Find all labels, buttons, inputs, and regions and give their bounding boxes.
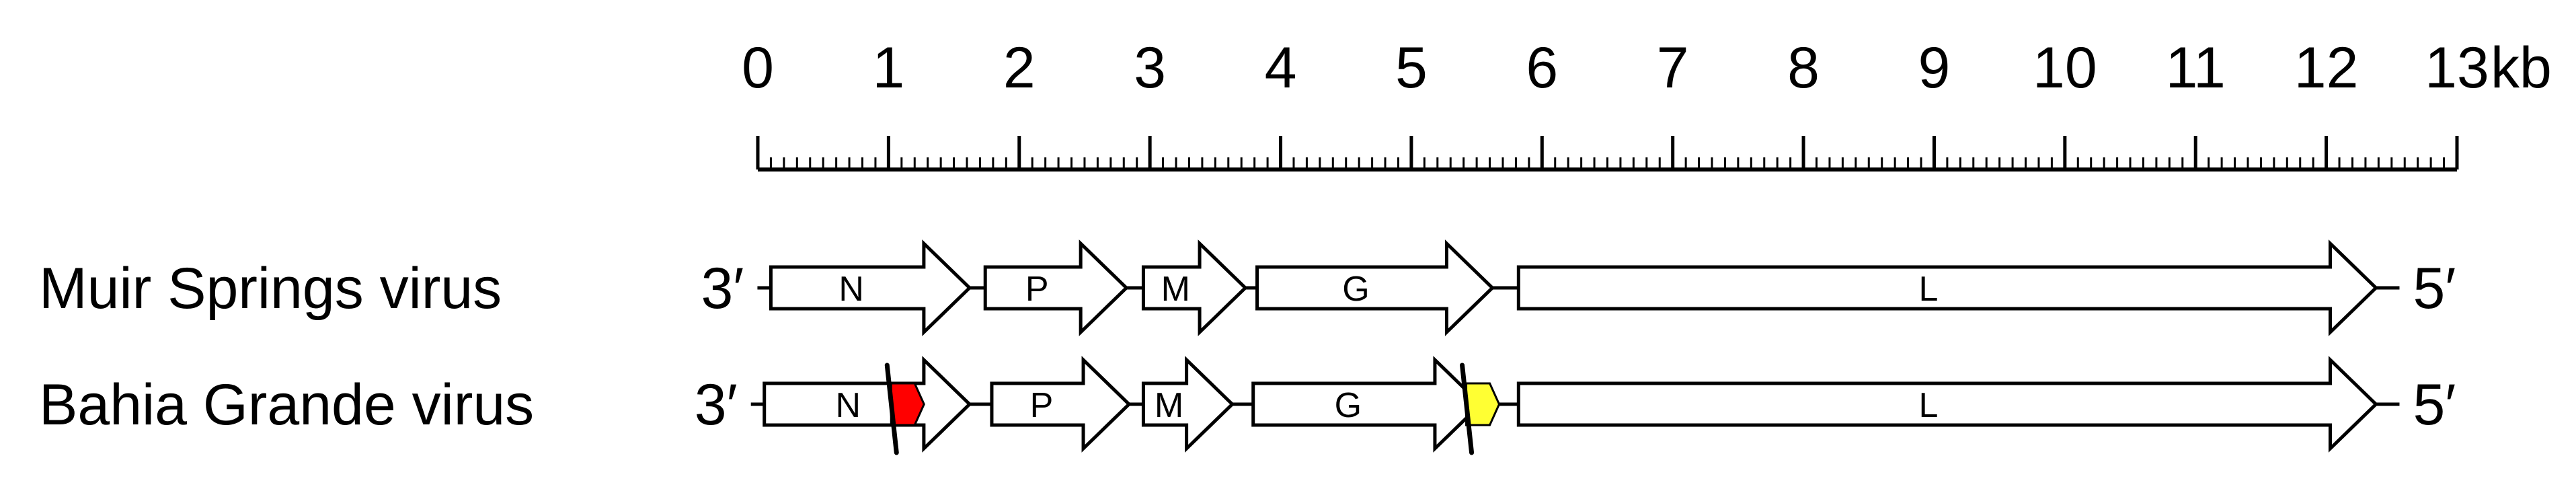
scale-tick-label: 9: [1918, 36, 1951, 100]
virus-name-label: Muir Springs virus: [39, 256, 502, 321]
scale-tick-label: 13: [2425, 36, 2489, 100]
gene-arrow-g: [1251, 356, 1483, 453]
gene-arrow-m: [1141, 356, 1235, 453]
gene-arrow-n: [769, 239, 972, 336]
gene-label: L: [1918, 386, 1938, 425]
accessory-gene-slash: [884, 363, 899, 455]
scale-tick-label: 5: [1395, 36, 1428, 100]
gene-arrow-n: [763, 356, 972, 453]
three-prime-end-label: 3′: [695, 373, 738, 437]
scale-unit-label: kb: [2491, 36, 2552, 100]
scale-tick-label: 12: [2294, 36, 2359, 100]
scale-tick-label: 3: [1134, 36, 1166, 100]
gene-label: N: [836, 386, 861, 425]
scale-tick-label: 1: [872, 36, 904, 100]
three-prime-end-label: 3′: [701, 256, 744, 321]
genome-row: Bahia Grande virus 3′ 5′ N P M G L: [39, 356, 2456, 455]
scale-tick-label: 8: [1787, 36, 1820, 100]
gene-label: P: [1025, 270, 1049, 309]
accessory-gene-slash: [1460, 363, 1475, 455]
five-prime-end-label: 5′: [2413, 256, 2456, 321]
gene-label: N: [838, 270, 864, 309]
scale-tick-label: 10: [2033, 36, 2097, 100]
five-prime-end-label: 5′: [2413, 373, 2456, 437]
gene-arrow-p: [990, 356, 1132, 453]
genome-row: Muir Springs virus 3′ 5′ N P M G L: [39, 239, 2456, 336]
gene-arrow-l: [1516, 239, 2379, 336]
virus-name-label: Bahia Grande virus: [39, 373, 534, 437]
gene-label: P: [1030, 386, 1054, 425]
gene-arrow-g: [1255, 239, 1495, 336]
scale-tick-label: 0: [742, 36, 774, 100]
scale-tick-label: 11: [2166, 36, 2226, 100]
gene-label: M: [1161, 270, 1190, 309]
accessory-gene-marker: [1465, 382, 1501, 426]
gene-arrow-p: [983, 239, 1129, 336]
gene-label: L: [1918, 270, 1938, 309]
scale-tick-label: 6: [1526, 36, 1558, 100]
gene-label: G: [1335, 386, 1362, 425]
scale-tick-label: 4: [1265, 36, 1297, 100]
scale-tick-label: 2: [1003, 36, 1036, 100]
gene-arrow-m: [1141, 239, 1248, 336]
gene-label: G: [1342, 270, 1369, 309]
scale-tick-label: 7: [1657, 36, 1689, 100]
gene-arrow-l: [1516, 356, 2379, 453]
gene-label: M: [1155, 386, 1183, 425]
